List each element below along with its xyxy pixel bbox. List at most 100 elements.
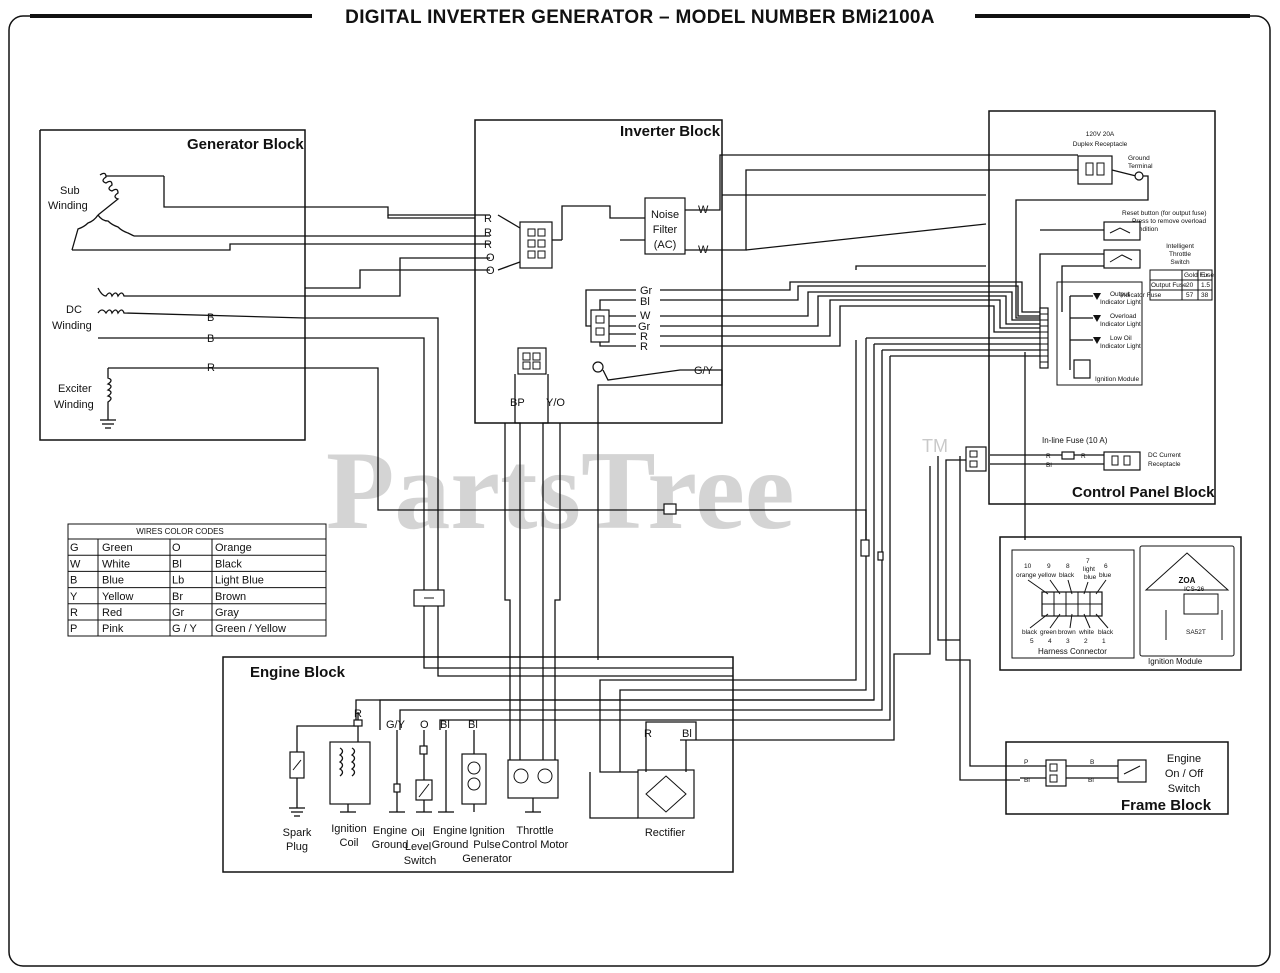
legend-code: G (70, 542, 79, 554)
spark-plug-label-2: Plug (286, 841, 308, 853)
legend-color-name: Gray (215, 607, 239, 619)
exciter-winding-label-2: Winding (54, 399, 94, 411)
fuse-table-header: Ex (1201, 272, 1209, 279)
dc-winding-label: DC (66, 304, 82, 316)
harness-pin-label: 8 (1066, 563, 1070, 570)
wire-code: O (486, 252, 495, 264)
frame-connector-icon (1020, 759, 1146, 787)
noise-filter-label: Noise (651, 209, 679, 221)
throttle-motor-label-2: Control Motor (502, 839, 569, 851)
fuse-table-cell: Indicator Fuse (1120, 292, 1162, 299)
fuse-table-header: Gold Fuse (1184, 272, 1214, 279)
throttle-switch-icon (1039, 249, 1141, 316)
exciter-winding-label: Exciter (58, 383, 92, 395)
fuse-table: Gold Fuse Ex Output Fuse 20 1.5 Indicato… (1120, 269, 1214, 301)
reset-button-label-2: Press to remove overload (1132, 218, 1206, 225)
wire-code: R (640, 341, 648, 353)
wire-code: Bl (468, 719, 478, 731)
harness-pin-label: brown (1058, 629, 1076, 636)
legend-color-name: Red (102, 607, 122, 619)
wire-code: R (644, 728, 652, 740)
reset-button-label-3: condition (1132, 226, 1158, 233)
wire-code: Bl (640, 296, 650, 308)
duplex-label-2: Duplex Receptacle (1073, 141, 1128, 148)
harness-pin-label: 6 (1104, 563, 1108, 570)
frame-block: Frame Block Engine On / Off Switch P Bl … (1005, 741, 1229, 815)
wire-code: W (640, 310, 651, 322)
harness-caption: Harness Connector (1038, 647, 1107, 656)
overload-indicator-label-2: Indicator Light (1100, 321, 1141, 328)
engine-switch-label: Engine (1167, 753, 1201, 765)
legend-code: W (70, 558, 81, 570)
dc-receptacle-label: DC Current (1148, 452, 1181, 459)
noise-filter-label-2: Filter (653, 224, 678, 236)
generator-block-title: Generator Block (187, 136, 304, 153)
indicator-led-icon (1069, 293, 1101, 379)
harness-pin-label: 9 (1047, 563, 1051, 570)
inverter-main-connector-icon (497, 214, 562, 271)
harness-pin-label: black (1098, 629, 1114, 636)
ground-terminal-label-2: Terminal (1128, 163, 1153, 170)
reset-button-label: Reset button (for output fuse) (1122, 210, 1207, 217)
inline-fuse-label: In-line Fuse (10 A) (1042, 436, 1108, 445)
wire-code: Bl (440, 719, 450, 731)
duplex-receptacle-icon (1077, 155, 1137, 185)
legend-code: Br (172, 591, 183, 603)
engine-switch-label-2: On / Off (1165, 768, 1204, 780)
harness-connector-icon (1027, 579, 1109, 629)
engine-ground-icon (389, 730, 405, 813)
wire-code: R (1046, 453, 1051, 460)
wire-code: R (354, 708, 362, 720)
wire-code: Y/O (546, 397, 565, 409)
dc-winding-coil-icon (97, 287, 306, 339)
ignition-coil-label: Ignition (331, 823, 366, 835)
legend-color-name: Brown (215, 591, 246, 603)
legend-color-name: Yellow (102, 591, 133, 603)
engine-ground-label-2: Ground (432, 839, 469, 851)
harness-pin-label: yellow (1038, 572, 1056, 579)
legend-code: Y (70, 591, 78, 603)
inline-fuse-icon (990, 451, 1104, 465)
wire-code: R (484, 213, 492, 225)
legend-color-name: Black (215, 558, 242, 570)
wire-code: R (1081, 453, 1086, 460)
wire-code: Gr (640, 285, 653, 297)
exciter-coil-icon (100, 367, 305, 429)
fuse-table-cell: 38 (1201, 292, 1209, 299)
fuse-table-cell: 57 (1186, 292, 1194, 299)
wire-code: Bl (1024, 777, 1030, 784)
engine-on-off-switch-icon (1117, 759, 1147, 783)
legend-color-name: White (102, 558, 130, 570)
sub-winding-coil-icon (71, 172, 164, 251)
engine-ground-label-2: Ground (372, 839, 409, 851)
ignition-code-label: SA52T (1186, 629, 1206, 636)
wire-code: Gr (638, 321, 651, 333)
throttle-switch-label: Intelligent (1166, 243, 1194, 250)
harness-pin-label: orange (1016, 572, 1037, 579)
rectifier-icon (589, 721, 697, 819)
fuse-table-cell: 1.5 (1201, 282, 1210, 289)
rectifier-label: Rectifier (645, 827, 686, 839)
ignition-coil-icon (329, 712, 371, 813)
engine-ground-icon (438, 730, 454, 813)
ipg-label-2: Pulse (473, 839, 501, 851)
sub-winding-label-2: Winding (48, 200, 88, 212)
legend-color-name: Pink (102, 623, 124, 635)
inverter-block: Inverter Block R R R O O Noise Filter (A… (72, 119, 1078, 424)
sub-winding-label: Sub (60, 185, 80, 197)
wire-code: Bl (1088, 777, 1094, 784)
wire-code: W (698, 244, 709, 256)
wire-code: G/Y (694, 365, 714, 377)
legend-code: P (70, 623, 77, 635)
spark-plug-icon (289, 699, 874, 817)
wire-code: R (484, 227, 492, 239)
frame-block-title: Frame Block (1121, 797, 1212, 814)
svg-text:ZOA: ZOA (1179, 576, 1196, 585)
legend-code: R (70, 607, 78, 619)
throttle-control-motor-icon (507, 759, 559, 813)
legend-code: B (70, 575, 77, 587)
dc-connector-icon (965, 446, 987, 472)
harness-pin-label: light (1083, 566, 1095, 573)
